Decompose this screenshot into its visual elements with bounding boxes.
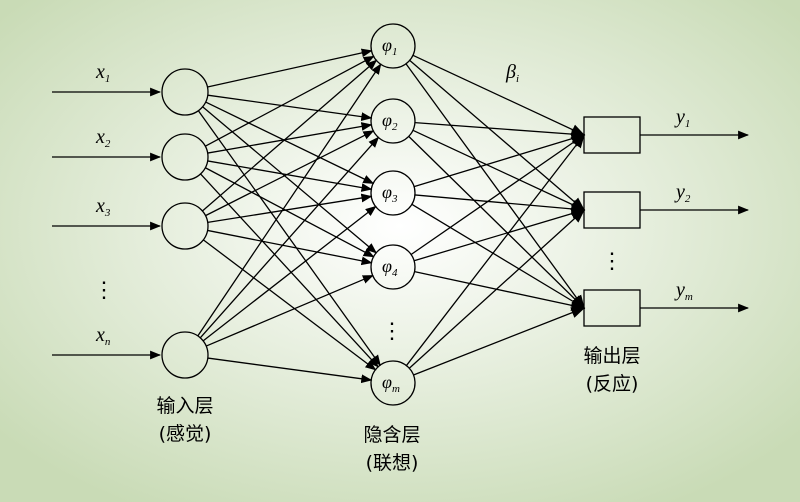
hidden-node-label-subscript: 3 bbox=[391, 193, 398, 205]
input-node bbox=[161, 331, 209, 379]
hidden-node-label-subscript: 1 bbox=[392, 46, 398, 58]
hidden-output-connection bbox=[414, 121, 586, 140]
hidden-layer-caption: 隐含层 bbox=[363, 424, 420, 446]
input-hidden-connection bbox=[204, 55, 375, 147]
hidden-node-label-subscript: m bbox=[392, 383, 400, 395]
input-hidden-connection bbox=[205, 130, 375, 217]
input-hidden-connection bbox=[207, 160, 373, 192]
hidden-node-label-symbol: φ bbox=[382, 256, 392, 276]
hidden-node-label: φ4 bbox=[382, 256, 398, 279]
input-hidden-connection bbox=[197, 63, 382, 337]
input-hidden-connection bbox=[207, 357, 373, 384]
output-label: y2 bbox=[674, 181, 691, 205]
input-hidden-connection bbox=[205, 167, 375, 258]
input-label-symbol: x bbox=[95, 195, 105, 217]
input-label-symbol: x bbox=[95, 61, 105, 83]
input-hidden-connection bbox=[207, 229, 373, 266]
input-label: x2 bbox=[95, 126, 111, 150]
output-ellipsis: ⋮ bbox=[601, 248, 623, 273]
hidden-node-label-symbol: φ bbox=[382, 372, 392, 392]
hidden-node-label-symbol: φ bbox=[382, 35, 392, 55]
hidden-output-connection bbox=[413, 208, 586, 262]
input-label-subscript: 2 bbox=[105, 138, 111, 150]
input-label: xn bbox=[95, 324, 111, 348]
input-label-subscript: 1 bbox=[105, 73, 111, 85]
hidden-output-connection bbox=[405, 133, 585, 366]
output-label-symbol: y bbox=[674, 181, 685, 203]
hidden-node bbox=[370, 98, 416, 144]
hidden-node-label-symbol: φ bbox=[382, 182, 392, 202]
hidden-output-connection bbox=[412, 129, 586, 211]
weight-label: βi bbox=[505, 61, 519, 85]
hidden-node bbox=[370, 23, 416, 69]
input-label-symbol: x bbox=[95, 324, 105, 346]
input-hidden-connection bbox=[207, 122, 373, 154]
input-node bbox=[161, 133, 209, 181]
input-hidden-connection bbox=[200, 173, 379, 368]
output-label-subscript: 1 bbox=[685, 118, 691, 130]
hidden-output-connection bbox=[414, 270, 586, 311]
hidden-output-connection bbox=[408, 209, 586, 369]
input-label-subscript: n bbox=[105, 336, 111, 348]
hidden-node-label-subscript: 4 bbox=[392, 267, 398, 279]
hidden-output-connection bbox=[414, 194, 586, 215]
hidden-output-connection bbox=[408, 135, 586, 309]
hidden-node-label-subscript: 2 bbox=[392, 121, 398, 133]
hidden-output-connection bbox=[405, 63, 585, 310]
input-layer-subcaption: (感觉) bbox=[159, 423, 212, 445]
hidden-node-label: φ1 bbox=[382, 35, 397, 58]
hidden-output-connection bbox=[413, 307, 586, 376]
hidden-node-label: φm bbox=[382, 372, 400, 395]
input-hidden-connection bbox=[205, 101, 375, 184]
hidden-node bbox=[370, 360, 416, 406]
hidden-layer-subcaption: (联想) bbox=[366, 452, 419, 474]
input-label: x1 bbox=[95, 61, 110, 85]
hidden-node bbox=[370, 244, 416, 290]
input-hidden-connection bbox=[202, 205, 377, 342]
output-label-symbol: y bbox=[674, 279, 685, 301]
hidden-node-label-symbol: φ bbox=[382, 110, 392, 130]
output-label: y1 bbox=[674, 106, 690, 130]
hidden-node-label: φ2 bbox=[382, 110, 398, 133]
output-layer-caption: 输出层 bbox=[583, 345, 640, 367]
output-label-subscript: m bbox=[685, 291, 693, 303]
hidden-output-connection bbox=[410, 134, 586, 256]
input-label-symbol: x bbox=[95, 126, 105, 148]
input-node bbox=[161, 202, 209, 250]
input-hidden-connection bbox=[207, 48, 373, 88]
input-layer-caption: 输入层 bbox=[156, 395, 213, 417]
output-label: ym bbox=[674, 279, 693, 303]
input-hidden-connection bbox=[205, 274, 374, 347]
hidden-node bbox=[370, 170, 416, 216]
hidden-output-connection bbox=[409, 59, 586, 211]
input-label-subscript: 3 bbox=[104, 207, 111, 219]
hidden-ellipsis: ⋮ bbox=[381, 318, 403, 343]
hidden-node-label: φ3 bbox=[382, 182, 398, 205]
input-hidden-connection bbox=[207, 193, 373, 224]
input-ellipsis: ⋮ bbox=[93, 277, 115, 302]
input-node bbox=[161, 68, 209, 116]
weight-label-symbol: β bbox=[505, 61, 516, 83]
hidden-output-connection bbox=[412, 54, 586, 136]
input-label: x3 bbox=[95, 195, 111, 219]
output-label-subscript: 2 bbox=[685, 193, 691, 205]
hidden-output-connection bbox=[413, 133, 586, 188]
input-hidden-connection bbox=[199, 136, 380, 339]
input-hidden-connection bbox=[201, 59, 378, 212]
input-hidden-connection bbox=[202, 239, 377, 371]
weight-label-subscript: i bbox=[516, 73, 519, 85]
connection-lines bbox=[197, 48, 586, 384]
output-label-symbol: y bbox=[674, 106, 685, 128]
output-layer-subcaption: (反应) bbox=[586, 373, 639, 395]
hidden-output-connection bbox=[411, 203, 586, 309]
input-hidden-connection bbox=[207, 94, 373, 121]
